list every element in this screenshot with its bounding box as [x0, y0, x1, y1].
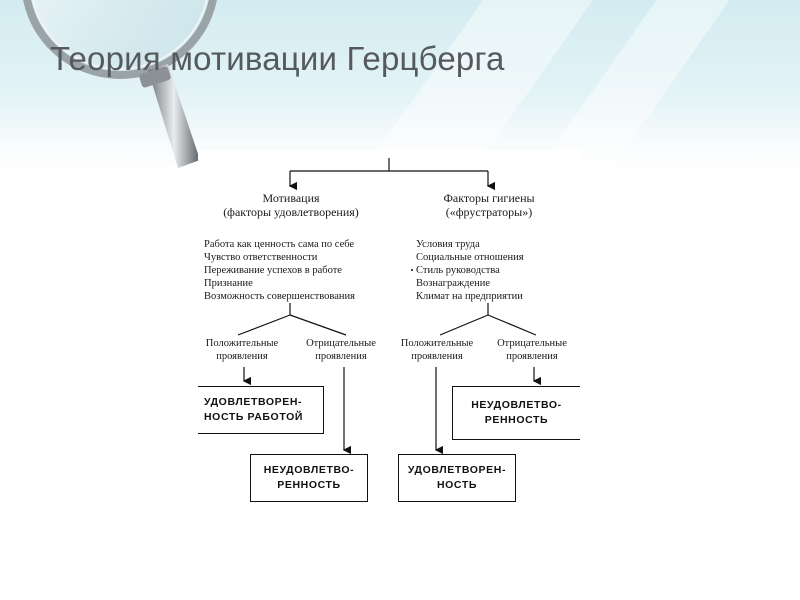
label-line: проявления — [315, 351, 367, 362]
box-line: УДОВЛЕТВОРЕН- — [204, 396, 303, 408]
motivation-factor-list: Работа как ценность сама по себе Чувство… — [204, 238, 355, 303]
hygiene-header-subtitle: («фрустраторы») — [445, 204, 533, 219]
box-line: НОСТЬ — [436, 479, 478, 491]
hygiene-positive-label: Положительные проявления — [394, 337, 480, 363]
label-line: проявления — [216, 351, 268, 362]
label-line: Отрицательные — [497, 338, 567, 349]
slide-title: Теория мотивации Герцберга — [50, 40, 505, 77]
motivation-positive-label: Положительные проявления — [200, 337, 284, 363]
list-item: Социальные отношения — [416, 252, 524, 263]
motivation-header: Мотивация (факторы удовлетворения) — [206, 191, 376, 220]
label-line: проявления — [506, 351, 558, 362]
motivation-negative-label: Отрицательные проявления — [298, 337, 384, 363]
list-item: Переживание успехов в работе — [204, 265, 342, 276]
label-line: Отрицательные — [306, 338, 376, 349]
header-banner: Теория мотивации Герцберга — [0, 0, 800, 170]
box-line: НЕУДОВЛЕТВО- — [263, 464, 355, 476]
box-line: НЕУДОВЛЕТВО- — [471, 399, 562, 411]
box-line: УДОВЛЕТВОРЕН- — [407, 464, 507, 476]
list-item: Стиль руководства — [416, 265, 500, 276]
list-item: Условия труда — [416, 239, 480, 250]
hygiene-header-title: Факторы гигиены — [443, 191, 535, 205]
label-line: Положительные — [205, 338, 279, 349]
box-line: РЕННОСТЬ — [484, 414, 549, 426]
hygiene-factor-list: Условия труда Социальные отношения Стиль… — [416, 238, 524, 303]
hygiene-header: Факторы гигиены («фрустраторы») — [404, 191, 574, 220]
diagram-connectors — [237, 158, 542, 455]
list-item: Работа как ценность сама по себе — [204, 239, 355, 250]
hygiene-dissatisfaction-box: НЕУДОВЛЕТВО- РЕННОСТЬ — [452, 386, 580, 440]
hygiene-negative-label: Отрицательные проявления — [488, 337, 576, 363]
motivation-dissatisfaction-box: НЕУДОВЛЕТВО- РЕННОСТЬ — [250, 454, 368, 502]
list-item: Признание — [204, 278, 253, 289]
list-item: Климат на предприятии — [416, 291, 523, 302]
label-line: проявления — [411, 351, 463, 362]
box-line: НОСТЬ РАБОТОЙ — [204, 411, 303, 423]
list-item: Вознаграждение — [416, 278, 491, 289]
label-line: Положительные — [400, 338, 474, 349]
hygiene-satisfaction-box: УДОВЛЕТВОРЕН- НОСТЬ — [398, 454, 516, 502]
job-satisfaction-box: УДОВЛЕТВОРЕН- НОСТЬ РАБОТОЙ — [198, 386, 324, 434]
magnifying-glass-icon — [23, 0, 217, 168]
herzberg-diagram: Мотивация (факторы удовлетворения) Факто… — [198, 150, 580, 515]
list-item: Возможность совершенствования — [204, 291, 355, 302]
scan-dot — [411, 269, 413, 271]
motivation-header-title: Мотивация — [262, 191, 320, 205]
motivation-header-subtitle: (факторы удовлетворения) — [223, 204, 359, 219]
box-line: РЕННОСТЬ — [277, 479, 341, 491]
list-item: Чувство ответственности — [204, 252, 318, 263]
